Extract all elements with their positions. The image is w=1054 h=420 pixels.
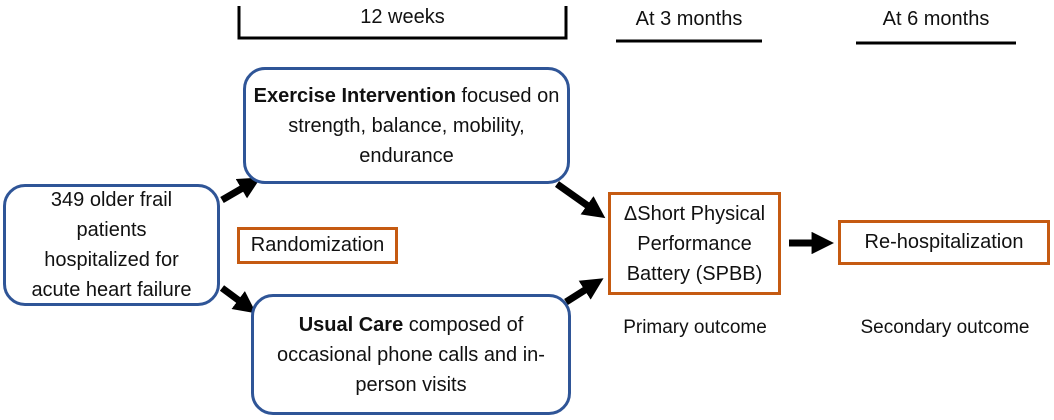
usual-care-text: Usual Care composed of occasional phone … [274, 310, 549, 400]
primary-outcome-label: Primary outcome [623, 317, 767, 338]
three-months-label: At 3 months [635, 8, 743, 30]
usual-care-box: Usual Care composed of occasional phone … [251, 294, 571, 415]
secondary-outcome-label: Secondary outcome [860, 317, 1030, 338]
arrow-patients-to-usual-care [219, 285, 257, 314]
arrow-exercise-to-spbb [554, 181, 606, 219]
patients-box: 349 older frail patients hospitalized fo… [3, 184, 220, 306]
usual-care-title: Usual Care [298, 313, 404, 336]
six-months-label: At 6 months [882, 8, 990, 30]
patients-text: 349 older frail patients hospitalized fo… [31, 189, 192, 301]
rehospitalization-text: Re-hospitalization [864, 231, 1024, 253]
spbb-text: ΔShort Physical Performance Battery (SPB… [623, 202, 766, 285]
exercise-intervention-box: Exercise Intervention focused on strengt… [243, 67, 570, 184]
arrow-patients-to-exercise [220, 177, 261, 204]
weeks-bracket [237, 6, 568, 40]
randomization-box: Randomization [237, 227, 398, 264]
arrow-usual-care-to-spbb [564, 278, 604, 305]
exercise-title: Exercise Intervention [253, 84, 456, 107]
exercise-description: focused on strength, balance, mobility, … [288, 84, 560, 167]
weeks-label: 12 weeks [360, 6, 445, 28]
usual-care-description: composed of occasional phone calls and i… [277, 313, 545, 396]
rehospitalization-box: Re-hospitalization [838, 220, 1050, 265]
exercise-text: Exercise Intervention focused on strengt… [249, 81, 564, 171]
spbb-box: ΔShort Physical Performance Battery (SPB… [608, 192, 781, 295]
randomization-text: Randomization [250, 234, 385, 256]
